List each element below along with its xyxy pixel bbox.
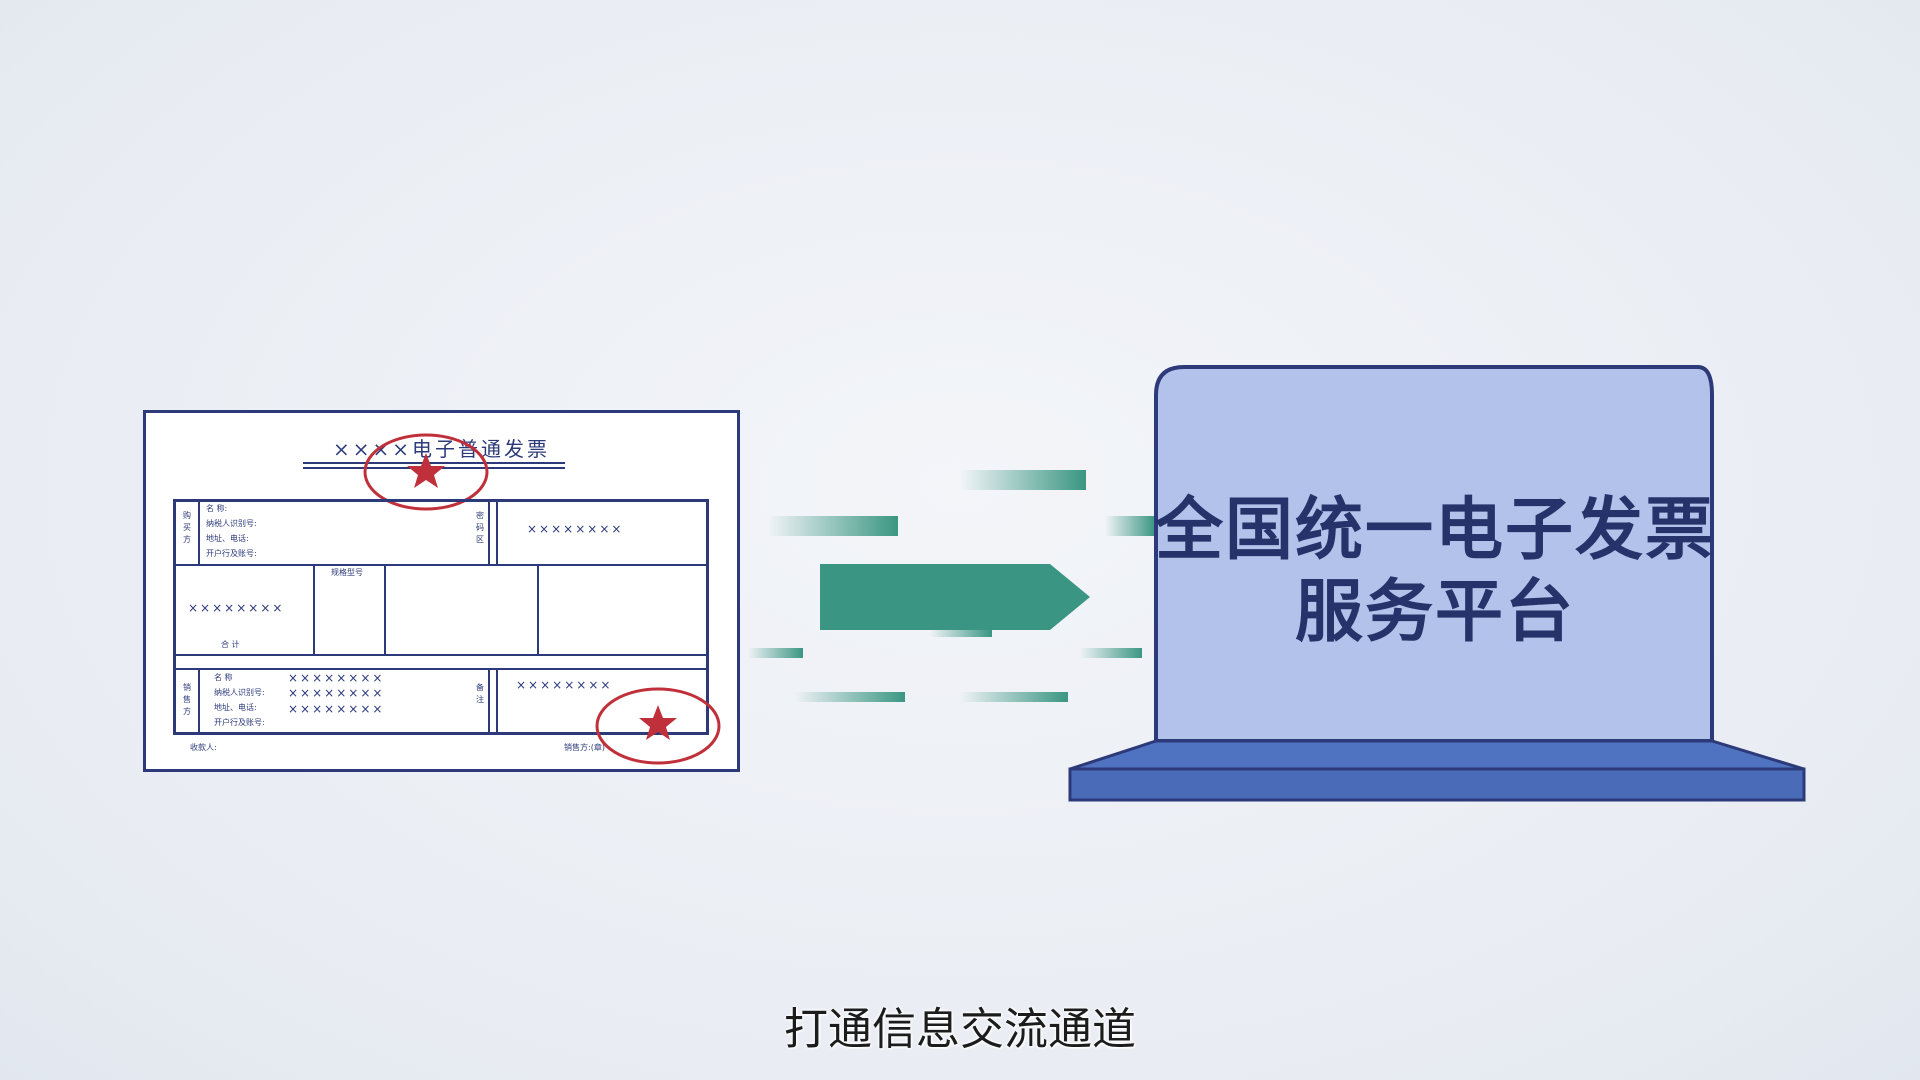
platform-name: 全国统一电子发票 服务平台 <box>1155 490 1715 654</box>
motion-streak <box>1080 648 1142 658</box>
motion-streak <box>1105 516 1155 536</box>
item-value: ×××××××× <box>188 601 285 615</box>
divider <box>488 502 490 564</box>
total-label: 合 计 <box>221 640 240 649</box>
motion-streak <box>960 692 1068 702</box>
divider <box>488 670 490 734</box>
motion-streak <box>795 692 905 702</box>
invoice-table: 购买方 名 称: 纳税人识别号: 地址、电话: 开户行及账号: 密码区 ××××… <box>173 499 709 735</box>
platform-name-line1: 全国统一电子发票 <box>1155 491 1716 570</box>
invoice-seal-bottom <box>595 687 721 765</box>
divider <box>496 502 498 564</box>
title-underline <box>303 462 565 464</box>
divider <box>313 566 315 654</box>
laptop-icon <box>1068 365 1806 802</box>
cipher-value: ×××××××× <box>527 522 624 536</box>
divider <box>198 502 200 564</box>
video-subtitle: 打通信息交流通道 <box>784 1004 1136 1055</box>
motion-streak <box>960 470 1086 490</box>
divider <box>537 566 539 654</box>
buyer-fields: 名 称: 纳税人识别号: 地址、电话: 开户行及账号: <box>206 504 257 558</box>
spec-label: 规格型号 <box>331 568 363 577</box>
seller-value: ×××××××× <box>288 671 385 685</box>
seller-value: ×××××××× <box>288 702 385 716</box>
flow-arrow-icon <box>820 564 1090 630</box>
divider <box>176 564 706 566</box>
cipher-label: 密码区 <box>476 511 484 544</box>
divider <box>496 670 498 734</box>
motion-streak <box>930 627 992 637</box>
remark-value: ×××××××× <box>516 678 613 692</box>
seller-side-label: 销售方 <box>183 683 191 716</box>
buyer-side-label: 购买方 <box>183 511 191 544</box>
seller-sign-label: 销售方:(章) <box>564 743 605 752</box>
seller-fields: 名 称 纳税人识别号: 地址、电话: 开户行及账号: <box>214 673 265 727</box>
invoice-document: ××××电子普通发票 购买方 名 称: 纳税人识别号: 地址、电话: 开户行及账… <box>143 410 740 772</box>
seller-value: ×××××××× <box>288 686 385 700</box>
invoice-seal-top <box>363 433 489 511</box>
motion-streak <box>768 516 898 536</box>
divider <box>384 566 386 654</box>
divider <box>176 668 706 670</box>
payee-label: 收款人: <box>190 743 217 752</box>
platform-name-line2: 服务平台 <box>1294 573 1575 652</box>
divider <box>176 654 706 656</box>
remark-label: 备注 <box>476 683 484 704</box>
divider <box>198 670 200 734</box>
motion-streak <box>748 648 803 658</box>
